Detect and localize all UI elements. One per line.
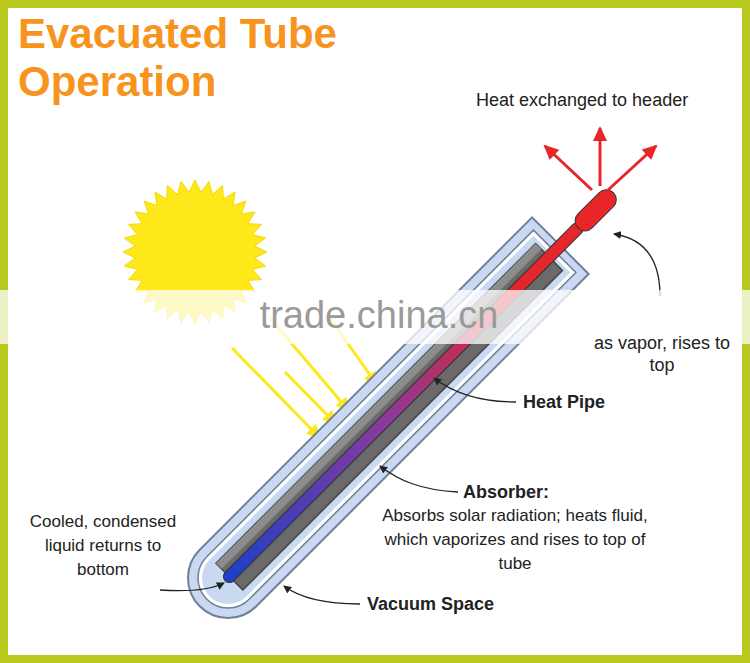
output-label: Heat exchanged to header	[476, 90, 688, 111]
part-name: Vacuum Space	[367, 594, 494, 615]
diagram-title: Evacuated Tube Operation	[18, 10, 378, 106]
evacuated-tube	[171, 164, 641, 634]
callout-note: Cooled, condensed liquid returns to bott…	[18, 510, 188, 582]
leader-lines	[160, 234, 660, 604]
heat-arrows	[545, 128, 656, 190]
part-name: Heat Pipe	[523, 392, 605, 413]
part-name: Absorber:	[463, 482, 549, 503]
callout-note: as vapor, rises to top	[592, 332, 732, 376]
watermark: trade.china.cn	[4, 294, 750, 337]
callout-note: Absorbs solar radiation; heats fluid, wh…	[380, 504, 650, 576]
